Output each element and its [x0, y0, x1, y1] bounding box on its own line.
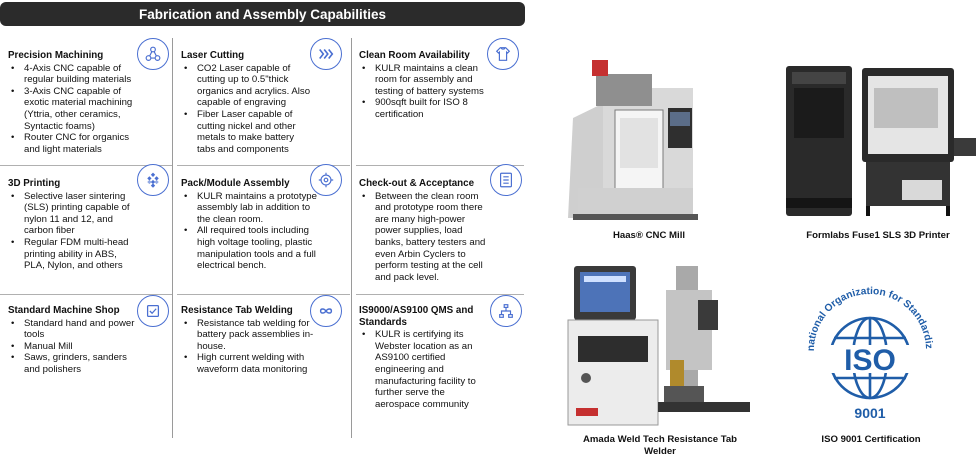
infinity-icon — [310, 295, 342, 327]
checklist-icon — [490, 164, 522, 196]
row-divider — [356, 294, 524, 295]
checkbox-icon — [137, 295, 169, 327]
capability-card: Precision Machining 4-Axis CNC capable o… — [8, 50, 138, 155]
capability-bullet: KULR is certifying its Webster location … — [362, 329, 491, 410]
iso-logo-image: International Organization for Standardi… — [797, 270, 940, 426]
capability-bullet: Fiber Laser capable of cutting nickel an… — [184, 109, 313, 155]
capability-bullet: 900sqft built for ISO 8 certification — [362, 97, 489, 120]
capability-card: 3D Printing Selective laser sintering (S… — [8, 178, 138, 272]
capability-title: Clean Room Availability — [359, 50, 470, 61]
capability-bullet: Standard hand and power tools — [11, 318, 138, 341]
capability-bullet: Between the clean room and prototype roo… — [362, 191, 492, 284]
section-title: Fabrication and Assembly Capabilities — [138, 6, 387, 22]
section-banner: Fabrication and Assembly Capabilities — [0, 2, 525, 26]
capability-card: Clean Room Availability KULR maintains a… — [359, 50, 489, 121]
capability-bullet: Router CNC for organics and light materi… — [11, 132, 138, 155]
capability-bullet: Saws, grinders, sanders and polishers — [11, 352, 138, 375]
capability-bullet: Manual Mill — [11, 341, 138, 353]
capability-card: Pack/Module Assembly KULR maintains a pr… — [181, 178, 321, 272]
capability-bullet: Resistance tab welding for battery pack … — [184, 318, 317, 353]
photo-caption: Amada Weld Tech Resistance Tab Welder — [582, 434, 738, 457]
capability-bullet: CO2 Laser capable of cutting up to 0.5"t… — [184, 63, 313, 109]
diamond-grid-icon — [137, 164, 169, 196]
photo-caption: Formlabs Fuse1 SLS 3D Printer — [806, 230, 950, 241]
capability-bullet: Selective laser sintering (SLS) printing… — [11, 191, 138, 237]
capability-title: Check-out & Acceptance — [359, 178, 475, 189]
photo-caption: ISO 9001 Certification — [821, 434, 921, 445]
svg-text:International Organization for: International Organization for Standardi… — [800, 278, 934, 351]
cleanroom-suit-icon — [487, 38, 519, 70]
capability-title: Pack/Module Assembly — [181, 178, 290, 189]
iso-number-text: 9001 — [854, 405, 885, 421]
iso-arc-text: International Organization for Standardi… — [797, 270, 934, 351]
capability-bullet: 3-Axis CNC capable of exotic material ma… — [11, 86, 138, 132]
target-gear-icon — [310, 164, 342, 196]
photo-caption: Haas® CNC Mill — [612, 230, 686, 241]
network-nodes-icon — [137, 38, 169, 70]
triple-chevron-icon — [310, 38, 342, 70]
capability-bullet: KULR maintains a clean room for assembly… — [362, 63, 489, 98]
capability-title: Standard Machine Shop — [8, 305, 120, 316]
column-divider — [351, 38, 352, 438]
capability-bullet: High current welding with waveform data … — [184, 352, 317, 375]
capability-title: Resistance Tab Welding — [181, 305, 293, 316]
capability-grid: Precision Machining 4-Axis CNC capable o… — [0, 30, 530, 442]
row-divider — [0, 294, 172, 295]
tab-welder-image — [566, 260, 752, 430]
capability-title: Laser Cutting — [181, 50, 245, 61]
sls-printer-image — [782, 58, 978, 216]
row-divider — [177, 294, 350, 295]
capability-bullet: Regular FDM multi-head printing ability … — [11, 237, 138, 272]
capability-title: IS9000/AS9100 QMS and Standards — [359, 305, 474, 328]
iso-mark-text: ISO — [844, 344, 896, 377]
row-divider — [356, 165, 524, 166]
capability-card: Laser Cutting CO2 Laser capable of cutti… — [181, 50, 313, 155]
capability-title: 3D Printing — [8, 178, 61, 189]
org-chart-icon — [490, 295, 522, 327]
row-divider — [0, 165, 172, 166]
cnc-mill-image — [548, 38, 738, 220]
capability-bullet: KULR maintains a prototype assembly lab … — [184, 191, 321, 226]
capability-card: Standard Machine Shop Standard hand and … — [8, 305, 138, 376]
capability-card: Check-out & Acceptance Between the clean… — [359, 178, 492, 283]
capability-title: Precision Machining — [8, 50, 104, 61]
row-divider — [177, 165, 350, 166]
capability-card: IS9000/AS9100 QMS and Standards KULR is … — [359, 305, 491, 410]
column-divider — [172, 38, 173, 438]
capability-bullet: All required tools including high voltag… — [184, 225, 321, 271]
capability-bullet: 4-Axis CNC capable of regular building m… — [11, 63, 138, 86]
capability-card: Resistance Tab Welding Resistance tab we… — [181, 305, 317, 376]
